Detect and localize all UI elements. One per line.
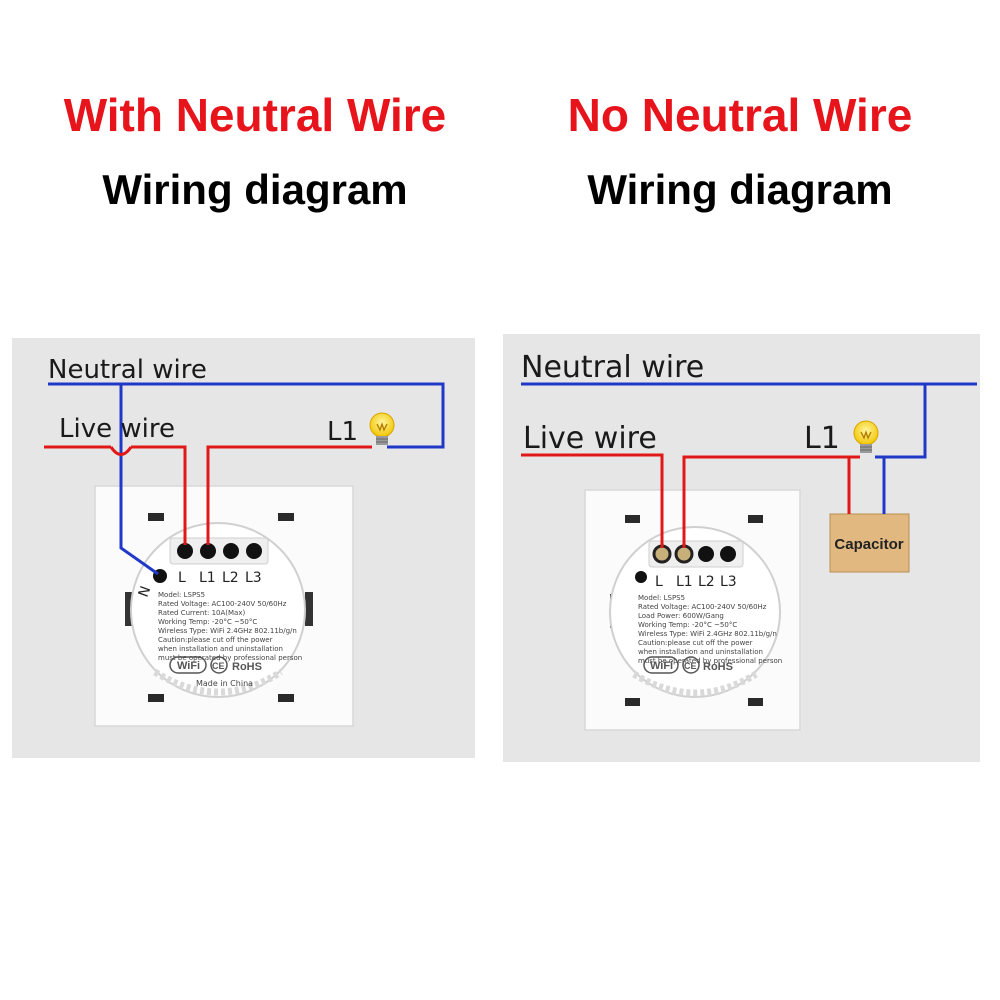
right-rohs-badge: RoHS (703, 661, 733, 673)
right-spec-line: Load Power: 600W/Gang (638, 612, 724, 620)
right-live-label: Live wire (523, 421, 657, 456)
left-terminal-block (169, 537, 269, 565)
left-terminal-label: L (178, 570, 186, 586)
left-plate-clip (278, 513, 294, 521)
left-terminal-label: L3 (245, 570, 262, 586)
right-terminal-label: L3 (720, 574, 737, 590)
left-module-ridge (153, 669, 283, 696)
left-live-drop (131, 445, 187, 545)
left-switch-module (130, 522, 306, 698)
left-wifi-badge-text: WiFi (177, 660, 200, 672)
left-plate-clip (148, 513, 164, 521)
right-plate-clip (748, 515, 763, 523)
left-ce-badge-text: CE (212, 661, 225, 671)
left-neutral-label: Neutral wire (48, 355, 207, 385)
right-plate-clip (625, 515, 640, 523)
left-load-label: L1 (327, 417, 358, 447)
right-ce-badge (682, 656, 700, 674)
right-terminal-screw (720, 546, 736, 562)
left-plate-clip (125, 592, 133, 626)
left-heading: With Neutral Wire (63, 89, 447, 141)
left-live-wire-hop (109, 446, 133, 456)
left-spec-line: Wireless Type: WiFi 2.4GHz 802.11b/g/n (158, 627, 297, 635)
left-terminal-screw (177, 543, 193, 559)
right-terminal-screw (652, 544, 672, 564)
left-terminal-screw (200, 543, 216, 559)
right-module-ridge (632, 671, 758, 697)
left-load-wire (206, 445, 372, 545)
left-neutral-wire (48, 382, 445, 449)
right-terminal-label: L1 (676, 574, 693, 590)
left-spec-line: Working Temp: -20°C ~50°C (158, 618, 257, 626)
left-plate-clip (278, 694, 294, 702)
left-wifi-badge (169, 656, 207, 674)
right-neutral-return (875, 384, 927, 459)
capacitor-box (829, 513, 910, 573)
left-subheading: Wiring diagram (102, 166, 408, 213)
left-diagram: N L L1 L2 L3 Model: LSPS5 Rated Voltage:… (12, 338, 475, 758)
left-terminal-screw (223, 543, 239, 559)
right-spec-line: must be operated by professional person (638, 657, 782, 665)
right-neutral-screw (635, 571, 647, 583)
left-made-in: Made in China (196, 679, 253, 688)
right-terminal-block (648, 540, 744, 568)
left-terminal-label: L2 (222, 570, 239, 586)
left-terminal-label: L1 (199, 570, 216, 586)
left-plate-clip (305, 592, 313, 626)
right-terminal-screw (674, 544, 694, 564)
left-spec-line: when installation and uninstallation (158, 645, 283, 653)
right-ce-badge-text: CE (684, 661, 697, 671)
left-spec-line: Rated Voltage: AC100-240V 50/60Hz (158, 600, 287, 608)
right-plate-clip (748, 698, 763, 706)
left-spec-line: Rated Current: 10A(Max) (158, 609, 245, 617)
right-terminal-label: L (655, 574, 663, 590)
right-spec-line: Rated Voltage: AC100-240V 50/60Hz (638, 603, 767, 611)
left-plate-clip (148, 694, 164, 702)
right-live-wire (521, 453, 664, 548)
left-spec-line: must be operated by professional person (158, 654, 302, 662)
left-terminal-screw (246, 543, 262, 559)
right-bulb-icon (853, 420, 879, 453)
right-terminal-label: L2 (698, 574, 715, 590)
left-ce-badge (210, 656, 228, 674)
right-wifi-badge (643, 656, 679, 674)
right-heading: No Neutral Wire (567, 89, 913, 141)
right-plate-clip (625, 698, 640, 706)
right-spec-line: Working Temp: -20°C ~50°C (638, 621, 737, 629)
right-spec-line: Model: LSPS5 (638, 594, 685, 602)
right-load-wire (682, 455, 860, 548)
right-spec-line: Caution:please cut off the power (638, 639, 753, 647)
right-spec-line: Wireless Type: WiFi 2.4GHz 802.11b/g/n (638, 630, 777, 638)
left-spec-line: Model: LSPS5 (158, 591, 205, 599)
right-neutral-label: Neutral wire (521, 350, 704, 385)
left-rohs-badge: RoHS (232, 661, 262, 673)
right-terminal-screw (698, 546, 714, 562)
left-bulb-icon (369, 412, 395, 445)
right-wifi-badge-text: WiFi (650, 660, 673, 672)
right-load-label: L1 (804, 421, 840, 456)
left-neutral-drop (119, 384, 159, 576)
right-subheading: Wiring diagram (587, 166, 893, 213)
left-neutral-terminal-label: N (136, 584, 155, 599)
left-live-label: Live wire (59, 414, 175, 444)
right-switch-module (609, 526, 781, 698)
capacitor-label: Capacitor (834, 536, 903, 553)
right-diagram: L L1 L2 L3 Model: LSPS5 Rated Voltage: A… (503, 334, 980, 762)
right-spec-line: when installation and uninstallation (638, 648, 763, 656)
left-spec-line: Caution:please cut off the power (158, 636, 273, 644)
